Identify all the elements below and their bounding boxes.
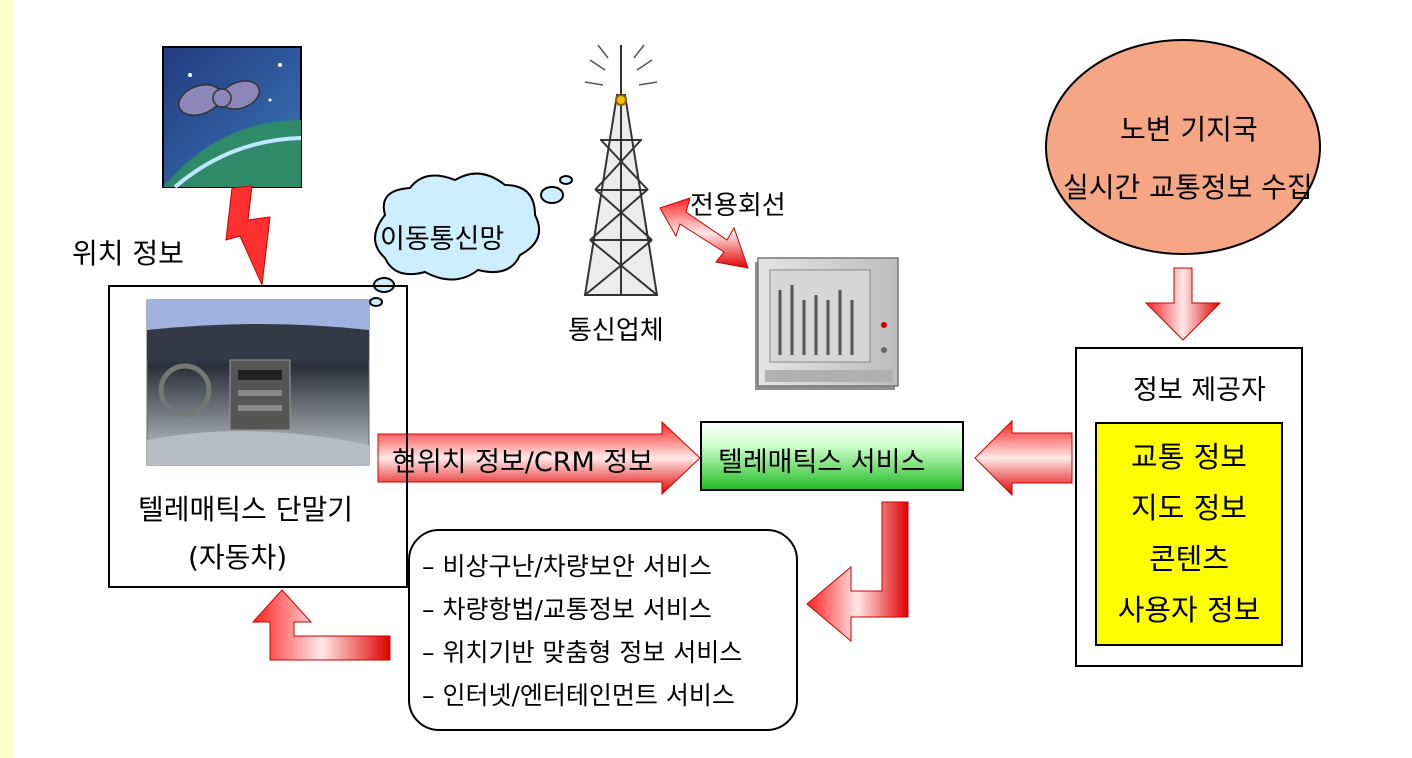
telematics-service-label: 텔레매틱스 서비스 xyxy=(718,447,926,478)
provider-item: 교통 정보 xyxy=(1131,440,1247,474)
arrow-location-crm-to-service xyxy=(377,420,701,496)
arrow-list-to-terminal xyxy=(251,589,391,661)
provider-item: 사용자 정보 xyxy=(1117,593,1261,627)
car-dashboard-image xyxy=(146,299,370,466)
server-rack-image xyxy=(755,257,899,390)
roadside-station-oval xyxy=(1045,39,1321,255)
arrow-provider-to-service xyxy=(974,419,1073,497)
provider-items-list: 교통 정보 지도 정보 콘텐츠 사용자 정보 xyxy=(1095,432,1283,636)
mobile-network-label: 이동통신망 xyxy=(380,224,505,255)
location-crm-label: 현위치 정보/CRM 정보 xyxy=(392,447,654,478)
roadside-station-label: 노변 기지국 xyxy=(1120,113,1258,146)
services-list-box xyxy=(408,529,798,731)
realtime-traffic-label: 실시간 교통정보 수집 xyxy=(1063,171,1313,204)
arrow-station-to-provider xyxy=(1144,267,1222,341)
service-item: – 위치기반 맞춤형 정보 서비스 xyxy=(422,638,743,667)
terminal-label: 텔레매틱스 단말기 xyxy=(138,493,353,526)
info-provider-title: 정보 제공자 xyxy=(1133,375,1266,406)
signal-bolt-icon xyxy=(225,185,271,287)
radio-tower-icon xyxy=(583,44,659,296)
arrow-service-to-list xyxy=(806,501,909,643)
service-items-list: – 비상구난/차량보안 서비스 – 차량항법/교통정보 서비스 – 위치기반 맞… xyxy=(422,545,742,717)
telematics-service-box xyxy=(700,421,964,491)
service-item: – 차량항법/교통정보 서비스 xyxy=(422,595,712,624)
telematics-terminal-box xyxy=(108,285,408,588)
location-info-label: 위치 정보 xyxy=(72,237,184,270)
carrier-label: 통신업체 xyxy=(568,316,664,346)
dedicated-line-double-arrow xyxy=(659,197,749,269)
satellite-image xyxy=(162,46,302,189)
provider-item: 콘텐츠 xyxy=(1148,542,1230,576)
dedicated-line-label: 전용회선 xyxy=(690,191,786,221)
provider-item: 지도 정보 xyxy=(1131,491,1247,525)
service-item: – 비상구난/차량보안 서비스 xyxy=(422,552,712,581)
service-item: – 인터넷/엔터테인먼트 서비스 xyxy=(422,681,735,710)
terminal-car-label: (자동차) xyxy=(188,541,288,574)
info-provider-items-box xyxy=(1095,422,1283,646)
